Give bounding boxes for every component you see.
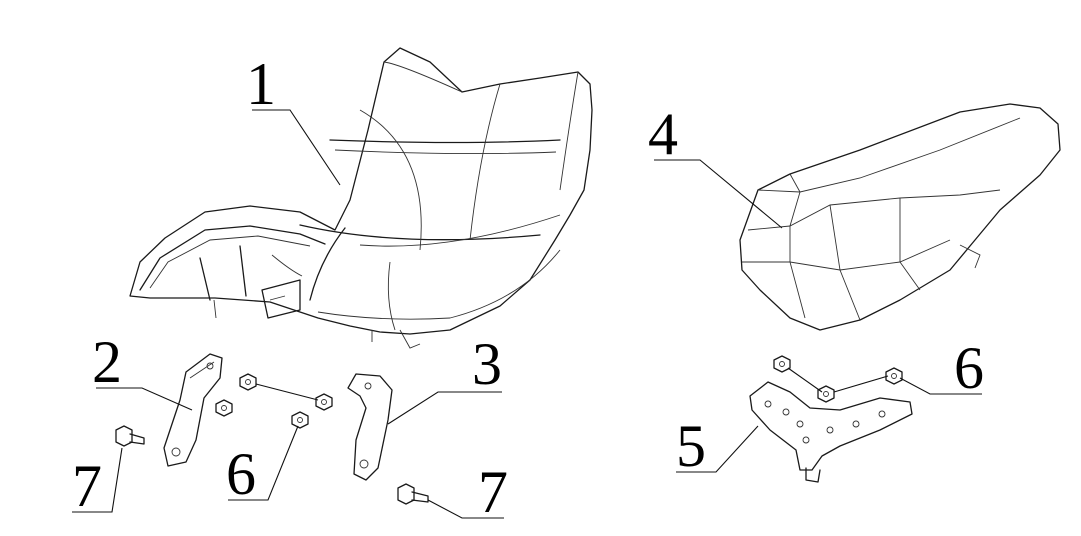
callout-4: 4 bbox=[648, 101, 678, 167]
leader-2 bbox=[96, 387, 193, 411]
nut bbox=[773, 355, 791, 373]
leader-6a bbox=[228, 425, 299, 501]
nut bbox=[215, 399, 233, 417]
bolt bbox=[115, 425, 145, 447]
callout-5: 5 bbox=[676, 413, 706, 479]
callout-3: 3 bbox=[472, 331, 502, 397]
leader-lines bbox=[72, 109, 982, 519]
leader-1 bbox=[252, 109, 341, 186]
leader-6b-link bbox=[787, 367, 889, 393]
callout-1: 1 bbox=[246, 51, 276, 117]
bolt bbox=[397, 483, 429, 505]
callout-7-left: 7 bbox=[72, 453, 102, 519]
leader-6b bbox=[899, 377, 982, 395]
leader-7a bbox=[72, 447, 123, 513]
nut-parts bbox=[215, 355, 903, 429]
leader-7b bbox=[427, 499, 504, 519]
leader-3 bbox=[387, 391, 502, 425]
leader-4 bbox=[654, 159, 783, 229]
pillion-seat-part bbox=[739, 103, 1061, 331]
nut bbox=[315, 393, 333, 411]
front-seat-part bbox=[129, 47, 593, 349]
nut bbox=[817, 385, 835, 403]
rear-bracket-part bbox=[749, 381, 913, 483]
leader-5 bbox=[676, 425, 759, 473]
right-bracket-part bbox=[347, 373, 393, 481]
callout-7-right: 7 bbox=[478, 459, 508, 525]
left-bracket-part bbox=[163, 353, 223, 467]
callout-2: 2 bbox=[92, 329, 122, 395]
leader-6a-link bbox=[255, 383, 319, 401]
callout-numbers: 1 2 3 4 5 6 6 7 7 bbox=[72, 51, 984, 525]
bolt-parts bbox=[115, 425, 429, 505]
nut bbox=[291, 411, 309, 429]
nut bbox=[885, 367, 903, 385]
callout-6-right: 6 bbox=[954, 335, 984, 401]
callout-6-left: 6 bbox=[226, 441, 256, 507]
nut bbox=[239, 373, 257, 391]
